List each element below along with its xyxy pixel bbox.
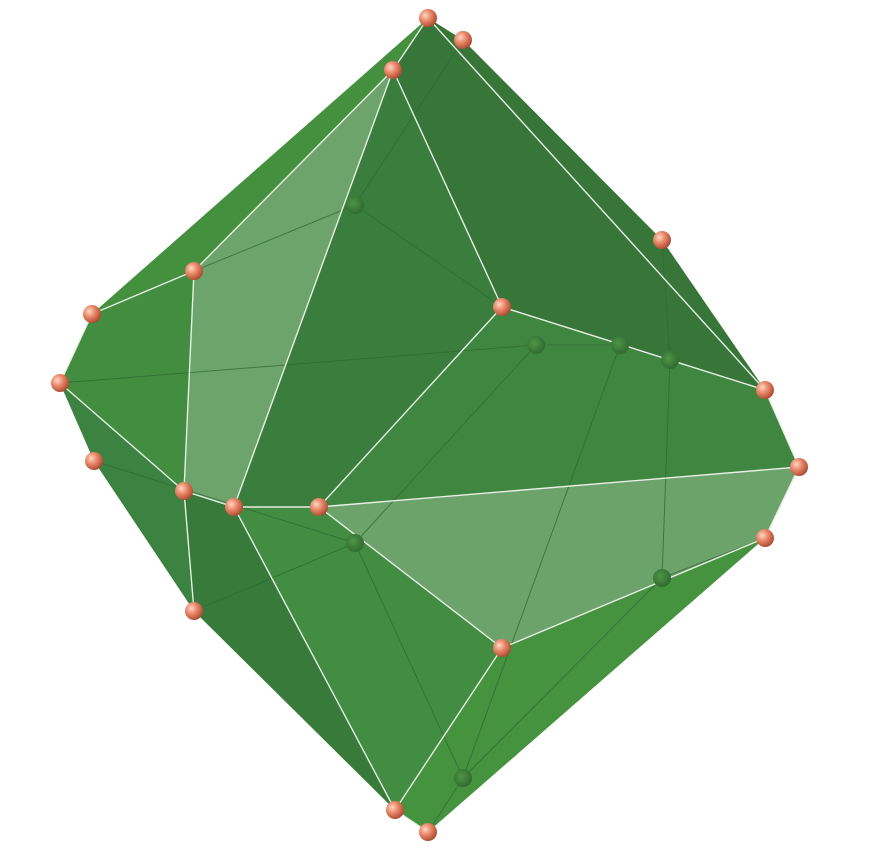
face-bottom-left [184, 491, 395, 810]
hidden-vertex [661, 351, 679, 369]
vertex [310, 498, 328, 516]
vertex [386, 801, 404, 819]
hidden-vertices [346, 196, 679, 787]
face-bottom-right [395, 538, 765, 832]
vertex [756, 529, 774, 547]
face-left-lower [60, 383, 194, 611]
hidden-vertex [653, 569, 671, 587]
face-right-highlight [319, 467, 799, 648]
hidden-vertex [454, 769, 472, 787]
hidden-vertex [346, 196, 364, 214]
hidden-vertex [346, 534, 364, 552]
visible-vertices [51, 9, 808, 841]
face-center-upper [234, 70, 502, 507]
hidden-vertex [611, 336, 629, 354]
vertex [493, 639, 511, 657]
hidden-edges [59, 39, 766, 833]
vertex [175, 482, 193, 500]
vertex [756, 381, 774, 399]
vertex [185, 262, 203, 280]
vertex [384, 61, 402, 79]
face-left-middle [60, 271, 194, 491]
face-right-upper [393, 18, 765, 390]
hidden-vertex [527, 336, 545, 354]
polyhedron-faces [60, 18, 799, 832]
vertex [225, 498, 243, 516]
vertex [653, 231, 671, 249]
face-left-upper [92, 18, 428, 314]
vertex [185, 602, 203, 620]
face-right-middle [319, 307, 799, 507]
face-left-highlight [184, 70, 393, 507]
vertex [419, 823, 437, 841]
face-bottom-center [234, 507, 502, 810]
vertex [493, 298, 511, 316]
vertex [83, 305, 101, 323]
vertex [790, 458, 808, 476]
vertex [85, 452, 103, 470]
vertex [419, 9, 437, 27]
vertex [454, 31, 472, 49]
vertex [51, 374, 69, 392]
